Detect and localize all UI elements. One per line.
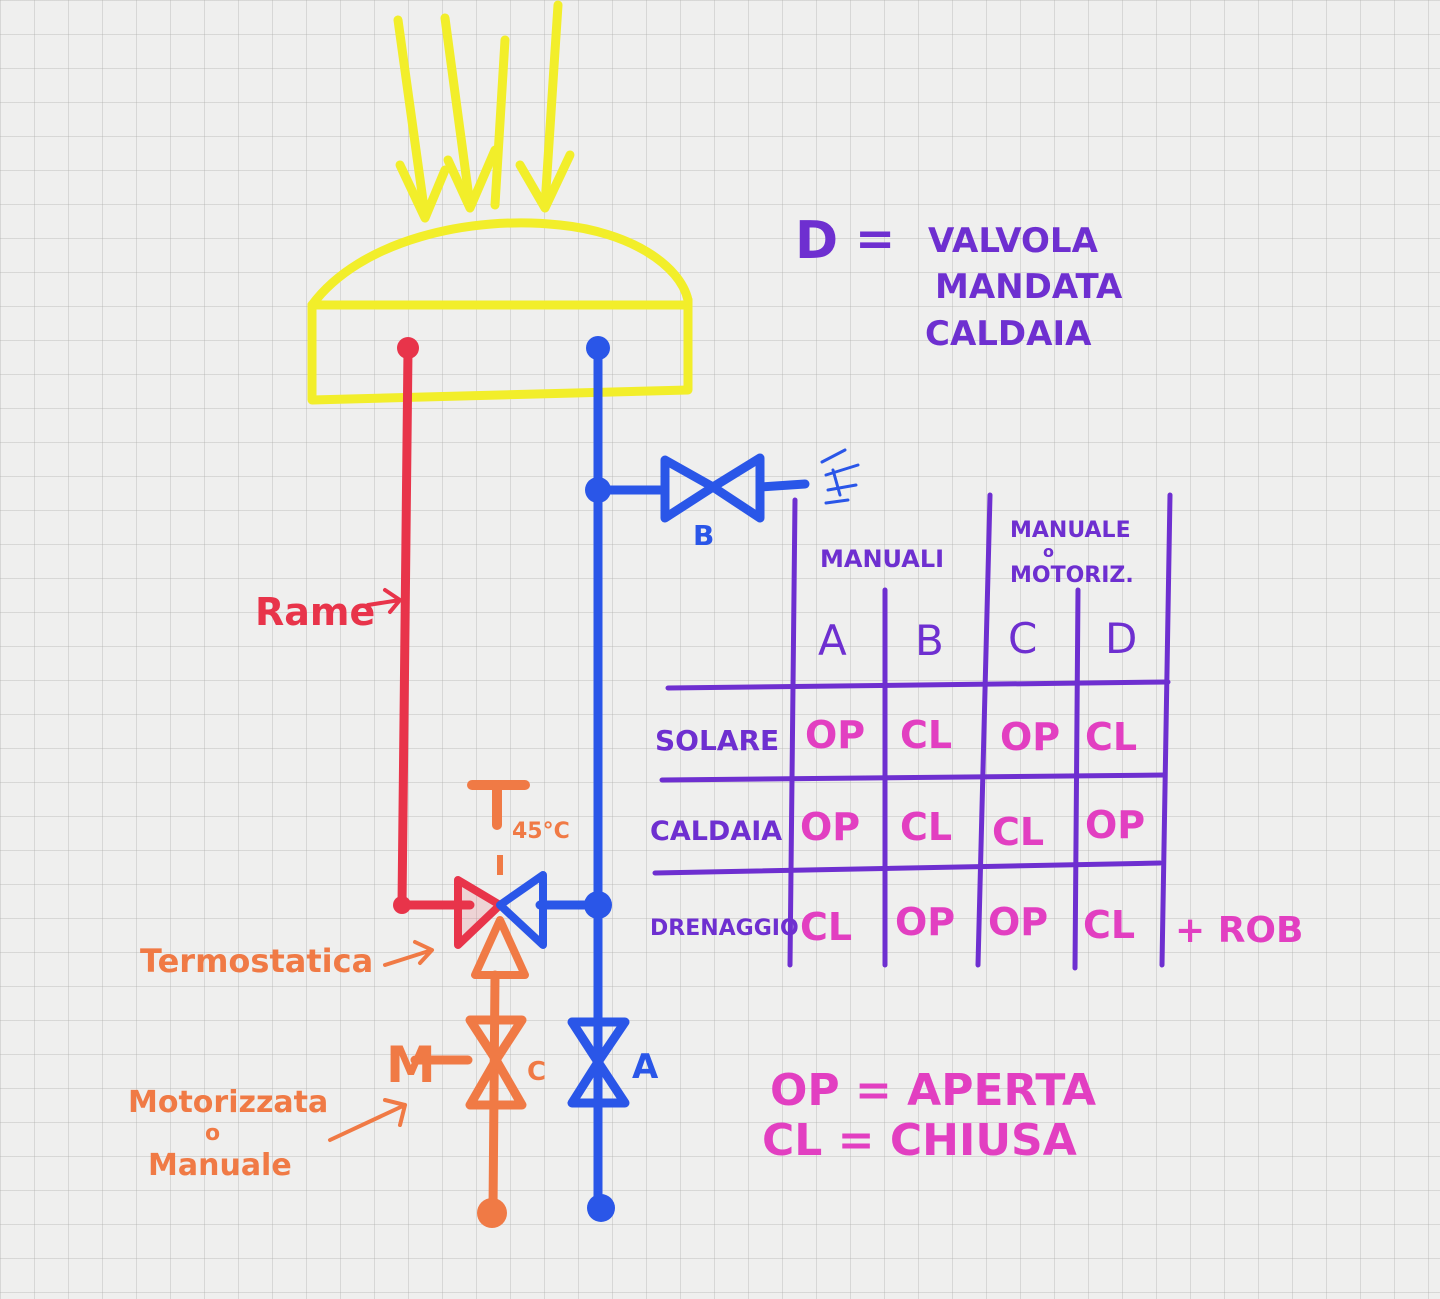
table-drain-extra: + ROB [1175, 910, 1303, 951]
sun-arrow-head-1 [395, 160, 450, 223]
label-motorizzata-line2: o [205, 1121, 220, 1146]
table-cell: CL [900, 805, 952, 849]
label-motorizzata-line3: Manuale [148, 1148, 292, 1183]
sun-arrow-2 [440, 13, 475, 210]
label-motor-m: M [386, 1036, 436, 1094]
table-col-a: A [818, 616, 847, 665]
table-cell: CL [1083, 903, 1135, 947]
cold-pipe-terminal-bottom [587, 1194, 615, 1222]
valve-b-symbol [660, 453, 765, 523]
table-cell: OP [800, 805, 860, 849]
sun-arrow-head-2 [443, 145, 500, 213]
table-group-manuale-line3: MOTORIZ. [1010, 563, 1134, 588]
table-cell: OP [805, 713, 865, 757]
mixed-outlet-pipe [410, 970, 500, 1215]
sun-arrow-3 [490, 35, 510, 210]
sunlight-arrows [393, 0, 575, 223]
valve-table-grid [652, 492, 1173, 971]
table-row-label-drenaggio: DRENAGGIO [650, 916, 799, 941]
label-valve-a: A [632, 1047, 659, 1087]
hot-pipe-corner [393, 896, 411, 914]
sun-arrow-4 [540, 0, 563, 210]
sun-arrow-head-3 [515, 150, 575, 213]
table-cell: OP [1085, 803, 1145, 847]
table-cell: CL [992, 810, 1044, 854]
legend-d-line3: CALDAIA [925, 314, 1092, 354]
table-cell: OP [1000, 715, 1060, 759]
table-cell: CL [1085, 715, 1137, 759]
solar-collector [307, 218, 693, 405]
label-valve-c: C [527, 1057, 546, 1087]
legend-op: OP = APERTA [770, 1065, 1096, 1116]
table-group-manuale-line1: MANUALE [1010, 518, 1131, 543]
motorizzata-arrow [328, 1098, 407, 1142]
branch-junction-b [585, 477, 611, 503]
legend-cl: CL = CHIUSA [762, 1115, 1077, 1166]
table-cell: CL [800, 905, 852, 949]
hot-pipe [397, 345, 475, 910]
label-motorizzata-line1: Motorizzata [128, 1085, 328, 1120]
legend-d-letter: D [795, 211, 838, 271]
table-row-label-caldaia: CALDAIA [650, 816, 782, 847]
rame-arrow [366, 588, 402, 614]
thermostatic-valve-symbol [454, 855, 547, 979]
valve-a-symbol [567, 1017, 630, 1108]
thermostat-t-icon [467, 780, 530, 830]
table-cell: OP [895, 900, 955, 944]
valve-c-symbol [465, 1015, 527, 1110]
label-termostatica: Termostatica [140, 942, 373, 980]
mixed-outlet-terminal [477, 1198, 507, 1228]
legend-d-line1: VALVOLA [928, 221, 1099, 261]
drain-spray-icon [820, 448, 860, 505]
table-cell: CL [900, 713, 952, 757]
sun-arrow-1 [393, 15, 430, 220]
table-row-label-solare: SOLARE [655, 724, 779, 757]
hot-pipe-terminal [397, 337, 419, 359]
table-col-d: D [1105, 614, 1137, 663]
table-group-manuali: MANUALI [820, 545, 944, 573]
table-col-b: B [915, 616, 944, 665]
legend-d-equals: = [855, 211, 895, 267]
label-rame: Rame [255, 590, 375, 634]
annotation-arrows [328, 588, 434, 1142]
label-valve-b: B [693, 519, 714, 552]
legend-d-line2: MANDATA [935, 267, 1123, 307]
termostatica-arrow [383, 940, 434, 967]
branch-junction-mixer [584, 891, 612, 919]
table-cell: OP [988, 900, 1048, 944]
table-col-c: C [1008, 614, 1037, 663]
label-temp-setpoint: 45°C [512, 819, 570, 844]
cold-pipe-terminal-top [586, 336, 610, 360]
table-group-manuale-line2: o [1043, 542, 1054, 561]
